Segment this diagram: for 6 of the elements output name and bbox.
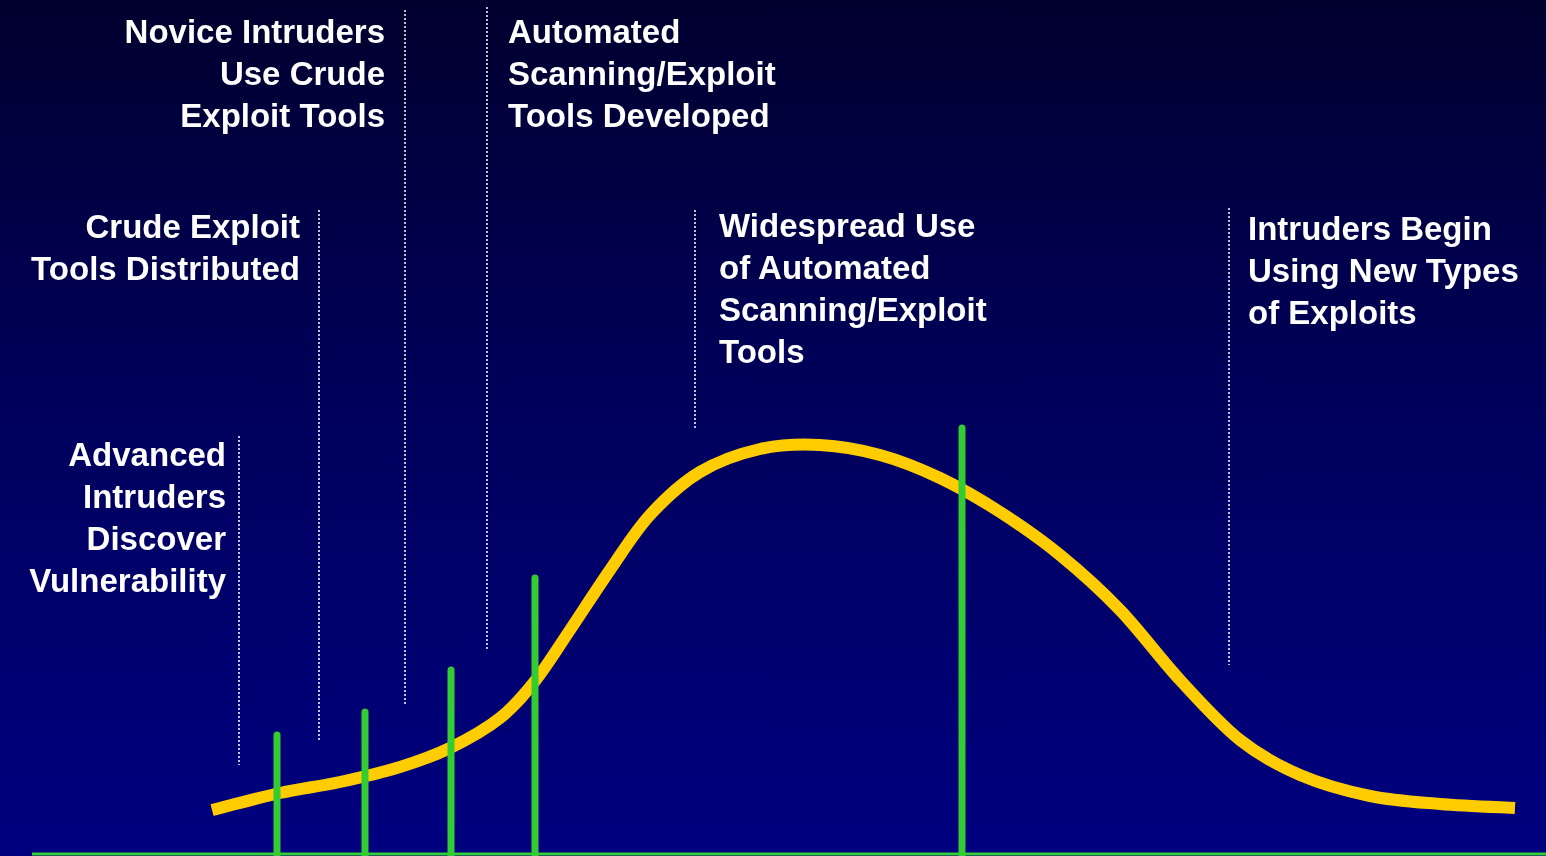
event-label: Novice Intruders Use Crude Exploit Tools — [123, 12, 385, 136]
event-label: Widespread Use of Automated Scanning/Exploit Tools — [719, 206, 988, 372]
event-label: Automated Scanning/Exploit Tools Developed — [508, 12, 777, 136]
event-label: Advanced Intruders Discover Vulnerability — [28, 435, 226, 601]
event-label: Crude Exploit Tools Distributed — [30, 207, 300, 289]
event-label: Intruders Begin Using New Types of Exploits — [1248, 209, 1520, 333]
